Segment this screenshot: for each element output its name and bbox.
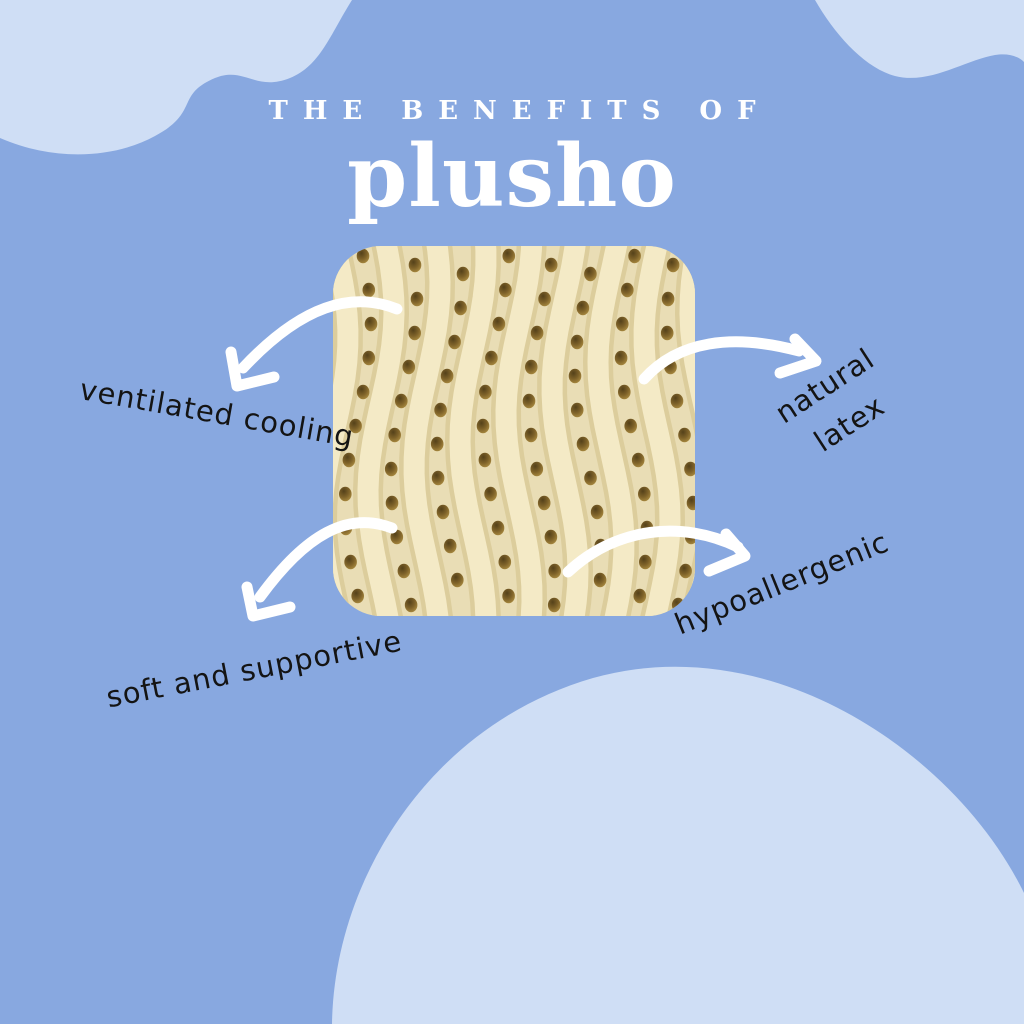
blob-top-left [0,0,352,155]
blob-top-right [815,0,1024,78]
brand-title: plusho [347,126,677,227]
latex-foam-texture [333,246,695,616]
benefits-eyebrow: THE BENEFITS OF [268,96,771,126]
blob-bottom [332,666,1024,1024]
latex-foam-image [333,246,695,616]
header: THE BENEFITS OF plusho [0,96,1024,220]
